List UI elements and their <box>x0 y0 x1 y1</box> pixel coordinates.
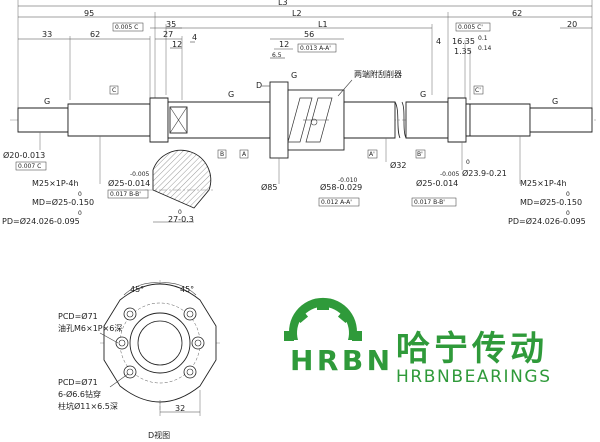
nut-tol: 0.012 A-A' <box>321 199 352 206</box>
nut-flange <box>269 81 289 159</box>
bolt-holes-note: 6-Ø6.6钻穿 <box>58 389 101 399</box>
tol-frame-nut <box>297 43 337 53</box>
dim-12: 12 <box>172 40 182 49</box>
logo-cn-name: 哈宁传动 <box>396 329 544 369</box>
nut-top: -0.010 <box>338 177 358 184</box>
dim-0-14: 0.14 <box>478 45 492 52</box>
dim-6-5: 6.5 <box>272 52 282 59</box>
logo-mark: HRBN <box>290 344 390 377</box>
key-top: 0 <box>178 209 182 216</box>
dim-0-1: 0.1 <box>478 35 488 42</box>
key-dim: 27-0.3 <box>168 215 194 224</box>
dim-1-35: 1.35 <box>454 47 472 56</box>
logo-en-name: HRBNBEARINGS <box>396 367 550 387</box>
bolt-holes <box>115 307 205 379</box>
flange-dia: Ø85 <box>261 182 277 192</box>
middle-callouts: Ø85 -0.010 Ø58-0.029 0.012 A-A' Ø32 <box>261 138 406 207</box>
angle-right: 45° <box>180 285 194 294</box>
dim-33: 33 <box>42 30 52 39</box>
dim-27: 27 <box>163 30 173 39</box>
dim-95: 95 <box>84 9 94 18</box>
dim-l1: L1 <box>318 20 328 29</box>
left-journal <box>17 107 69 133</box>
dim-62-right: 62 <box>512 9 522 18</box>
right-bearing-seat <box>447 97 467 143</box>
counterbore-note: 柱坑Ø11×6.5深 <box>58 401 118 411</box>
brg-left-tol: 0.017 B-B' <box>110 191 141 198</box>
shaft-dia: Ø32 <box>390 160 406 170</box>
brg-right: Ø25-0.014 <box>416 178 458 188</box>
left-callouts: Ø20-0.013 0.007 C M25×1P-4h 0 MD=Ø25-0.1… <box>2 132 150 226</box>
flange-d-view: 45° 45° PCD=Ø71 油孔M6×1P×6深 PCD=Ø71 6-Ø6.… <box>58 280 220 440</box>
ball-screw-shaft: G G G G G C C' B A A' B' D 两端附刮削器 <box>10 69 596 159</box>
right-journal <box>529 107 593 133</box>
label-a-prime: A' <box>369 151 375 158</box>
label-b: B <box>220 151 224 158</box>
pd-right: PD=Ø24.026-0.095 <box>508 216 586 226</box>
label-g-right: G <box>420 90 426 99</box>
oil-hole: 油孔M6×1P×6深 <box>58 323 122 333</box>
md-right-top: 0 <box>566 191 570 198</box>
end-left-tol: 0.007 C <box>18 163 41 170</box>
pd-left-top: 0 <box>78 210 82 217</box>
pcd-bolt: PCD=Ø71 <box>58 377 98 387</box>
thread-right: M25×1P-4h <box>520 179 567 188</box>
dim-12-nut: 12 <box>279 40 289 49</box>
flange-width: 32 <box>175 404 185 413</box>
label-c: C <box>112 87 116 94</box>
screw-body-right <box>343 101 396 139</box>
tol-frame-right <box>455 22 491 32</box>
right-groove <box>465 103 471 137</box>
gear-icon <box>284 297 362 341</box>
dim-62: 62 <box>90 30 100 39</box>
label-b-prime: B' <box>417 151 423 158</box>
scraper-note: 两端附刮削器 <box>354 69 402 79</box>
groove-top: 0 <box>466 159 470 166</box>
angle-left: 45° <box>130 285 144 294</box>
dim-16-35: 16.35 <box>452 37 475 46</box>
label-a: A <box>242 151 247 158</box>
groove-dia: Ø23.9-0.21 <box>462 168 507 178</box>
top-dimensions: L3 95 L2 62 L1 33 62 35 27 12 4 0.005 C … <box>17 0 593 120</box>
pd-right-top: 0 <box>566 210 570 217</box>
dim-l3: L3 <box>278 0 288 7</box>
d-view-caption: D视图 <box>148 430 170 440</box>
label-g-left: G <box>44 97 50 106</box>
dim-35: 35 <box>166 20 176 29</box>
dim-20: 20 <box>567 20 577 29</box>
brg-right-top: -0.005 <box>440 171 460 178</box>
label-g-mid: G <box>228 90 234 99</box>
brand-logo: HRBN 哈宁传动 HRBNBEARINGS <box>284 297 550 387</box>
screw-body-far <box>405 101 449 139</box>
tol-005c-right: 0.005 C' <box>458 24 483 31</box>
key-section: 0 27-0.3 <box>145 149 215 224</box>
right-thread <box>469 103 531 137</box>
brg-left-top: -0.005 <box>130 171 150 178</box>
label-g-nut: G <box>291 71 297 80</box>
left-bearing-seat <box>149 97 169 143</box>
nut-dia: Ø58-0.029 <box>320 182 362 192</box>
dim-4-left: 4 <box>192 33 197 42</box>
dim-l2: L2 <box>292 9 302 18</box>
md-left-top: 0 <box>78 191 82 198</box>
right-callouts: -0.005 Ø25-0.014 0.017 B-B' 0 Ø23.9-0.21… <box>411 136 586 226</box>
label-d-view: D <box>256 81 262 90</box>
dim-4-right: 4 <box>436 37 441 46</box>
dim-56: 56 <box>304 30 314 39</box>
left-thread <box>67 103 151 137</box>
tol-frame-left <box>112 22 144 32</box>
tol-005c-left: 0.005 C <box>115 24 138 31</box>
pd-left: PD=Ø24.026-0.095 <box>2 216 80 226</box>
brg-left: Ø25-0.014 <box>108 178 150 188</box>
label-c-prime: C' <box>475 87 481 94</box>
thread-left: M25×1P-4h <box>32 179 79 188</box>
pcd-oil: PCD=Ø71 <box>58 311 98 321</box>
md-left: MD=Ø25-0.150 <box>32 197 94 207</box>
tol-0013: 0.013 A-A' <box>300 45 331 52</box>
brg-right-tol: 0.017 B-B' <box>414 199 445 206</box>
end-left-dia: Ø20-0.013 <box>3 150 45 160</box>
md-right: MD=Ø25-0.150 <box>520 197 582 207</box>
label-g-end: G <box>552 97 558 106</box>
